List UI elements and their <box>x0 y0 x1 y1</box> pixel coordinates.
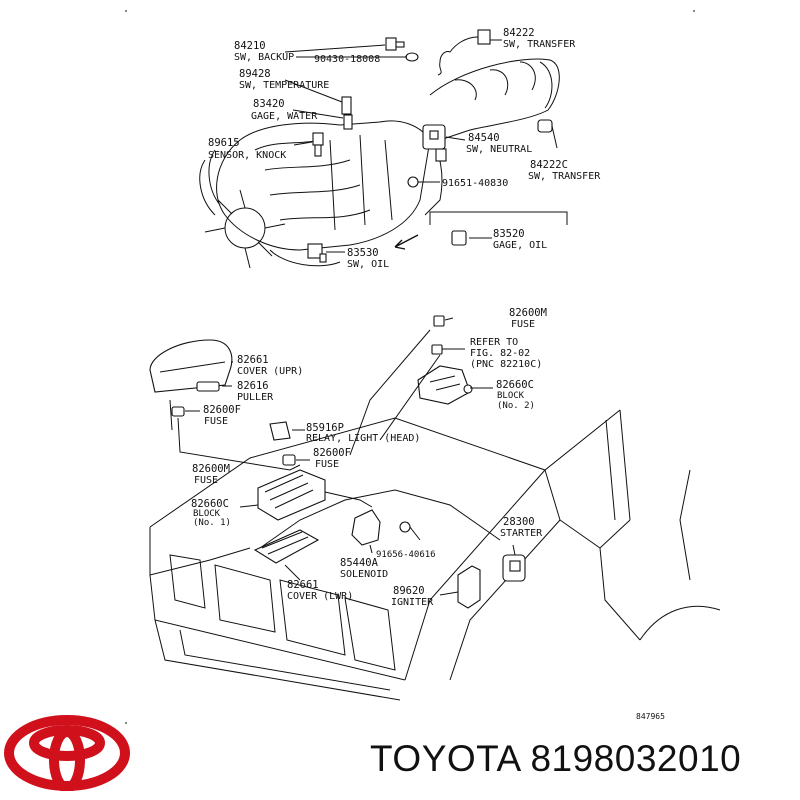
svg-text:82660C: 82660C <box>191 498 229 510</box>
label-84540: 84540 SW, NEUTRAL <box>466 132 532 155</box>
label-89620: 89620 IGNITER <box>391 585 434 608</box>
sw-transfer-c <box>537 119 553 133</box>
label-82600f-left: 82600F FUSE <box>203 404 241 427</box>
svg-text:82600F: 82600F <box>313 447 351 459</box>
svg-text:FUSE: FUSE <box>204 416 228 427</box>
label-91656: 91656-40616 <box>376 550 436 560</box>
svg-text:RELAY, LIGHT (HEAD): RELAY, LIGHT (HEAD) <box>306 433 420 444</box>
gage-water <box>343 114 353 130</box>
washer-90430 <box>405 52 419 62</box>
brand-part-text: TOYOTA 8198032010 <box>370 738 741 780</box>
label-82600m-top: 82600M FUSE <box>509 307 547 330</box>
svg-text:SW, TRANSFER: SW, TRANSFER <box>503 39 576 50</box>
label-85440a: 85440A SOLENOID <box>340 557 388 580</box>
svg-text:89620: 89620 <box>393 585 425 597</box>
sw-neutral <box>422 124 447 162</box>
svg-text:82600F: 82600F <box>203 404 241 416</box>
label-82661-upr: 82661 COVER (UPR) <box>237 354 303 377</box>
label-82660c-2: 82660C BLOCK (No. 2) <box>496 379 535 411</box>
sw-oil <box>307 243 327 263</box>
svg-text:FIG. 82-02: FIG. 82-02 <box>470 348 530 359</box>
svg-text:83420: 83420 <box>253 98 285 110</box>
label-83420: 83420 GAGE, WATER <box>251 98 318 122</box>
svg-text:SW, BACKUP: SW, BACKUP <box>234 52 294 63</box>
svg-text:85440A: 85440A <box>340 557 379 569</box>
label-28300: 28300 STARTER <box>500 516 543 539</box>
svg-text:GAGE, OIL: GAGE, OIL <box>493 240 547 251</box>
svg-text:COVER (LWR): COVER (LWR) <box>287 591 353 602</box>
svg-text:84222C: 84222C <box>530 159 568 171</box>
label-83530: 83530 SW, OIL <box>347 247 389 270</box>
svg-text:82661: 82661 <box>237 354 269 366</box>
figure-code: 847965 <box>636 712 665 721</box>
svg-text:89428: 89428 <box>239 68 271 80</box>
svg-text:IGNITER: IGNITER <box>391 597 434 608</box>
label-82616: 82616 PULLER <box>237 380 274 403</box>
label-82660c-1: 82660C BLOCK (No. 1) <box>191 498 231 528</box>
label-82661-lwr: 82661 COVER (LWR) <box>287 579 353 602</box>
svg-text:82600M: 82600M <box>509 307 547 319</box>
svg-text:82661: 82661 <box>287 579 319 591</box>
svg-text:82600M: 82600M <box>192 463 230 475</box>
svg-text:83520: 83520 <box>493 228 525 240</box>
label-84222: 84222 SW, TRANSFER <box>503 27 576 50</box>
label-89428: 89428 SW, TEMPERATURE <box>239 68 329 91</box>
label-83520: 83520 GAGE, OIL <box>493 228 547 251</box>
label-85916p: 85916P RELAY, LIGHT (HEAD) <box>306 422 420 444</box>
sensor-knock <box>312 132 324 157</box>
svg-text:82660C: 82660C <box>496 379 534 391</box>
label-82600m-left: 82600M FUSE <box>192 463 230 486</box>
svg-text:SW, OIL: SW, OIL <box>347 259 389 270</box>
engine-drawing <box>199 58 568 269</box>
svg-text:28300: 28300 <box>503 516 535 528</box>
svg-text:FUSE: FUSE <box>315 459 339 470</box>
svg-text:BLOCK: BLOCK <box>193 509 221 519</box>
svg-text:84222: 84222 <box>503 27 535 39</box>
svg-text:84540: 84540 <box>468 132 500 144</box>
plug-91651 <box>407 176 419 188</box>
sw-transfer-top <box>437 29 491 76</box>
label-84210: 84210 SW, BACKUP <box>234 40 294 63</box>
label-84222c: 84222C SW, TRANSFER <box>528 159 601 182</box>
svg-text:FUSE: FUSE <box>511 319 535 330</box>
svg-text:REFER TO: REFER TO <box>470 337 518 348</box>
svg-text:(No. 2): (No. 2) <box>497 401 535 411</box>
svg-text:SW, NEUTRAL: SW, NEUTRAL <box>466 144 532 155</box>
part-number: 8198032010 <box>530 738 742 779</box>
svg-text:BLOCK: BLOCK <box>497 391 525 401</box>
svg-text:GAGE, WATER: GAGE, WATER <box>251 111 318 122</box>
svg-text:83530: 83530 <box>347 247 379 259</box>
svg-text:(No. 1): (No. 1) <box>193 518 231 528</box>
svg-text:SOLENOID: SOLENOID <box>340 569 388 580</box>
label-refer: REFER TO FIG. 82-02 (PNC 82210C) <box>470 337 542 370</box>
toyota-logo <box>4 715 130 791</box>
label-89615: 89615 SENSOR, KNOCK <box>208 137 286 161</box>
label-90430: 90430-18008 <box>314 54 380 65</box>
sw-temperature <box>341 96 352 115</box>
svg-text:STARTER: STARTER <box>500 528 543 539</box>
svg-text:85916P: 85916P <box>306 422 344 434</box>
vehicle-drawing <box>149 315 721 701</box>
svg-text:SENSOR, KNOCK: SENSOR, KNOCK <box>208 150 286 161</box>
label-91651: 91651-40830 <box>442 178 508 189</box>
svg-text:SW, TEMPERATURE: SW, TEMPERATURE <box>239 80 329 91</box>
svg-text:SW, TRANSFER: SW, TRANSFER <box>528 171 601 182</box>
svg-text:89615: 89615 <box>208 137 240 149</box>
svg-text:82616: 82616 <box>237 380 269 392</box>
sw-backup <box>385 37 405 51</box>
svg-text:(PNC 82210C): (PNC 82210C) <box>470 359 542 370</box>
svg-text:84210: 84210 <box>234 40 266 52</box>
gage-oil <box>451 230 467 246</box>
svg-text:PULLER: PULLER <box>237 392 274 403</box>
label-82600f-mid: 82600F FUSE <box>313 447 351 470</box>
leaders-top <box>284 39 558 253</box>
svg-text:COVER (UPR): COVER (UPR) <box>237 366 303 377</box>
svg-text:FUSE: FUSE <box>194 475 218 486</box>
brand-name: TOYOTA <box>370 738 520 779</box>
